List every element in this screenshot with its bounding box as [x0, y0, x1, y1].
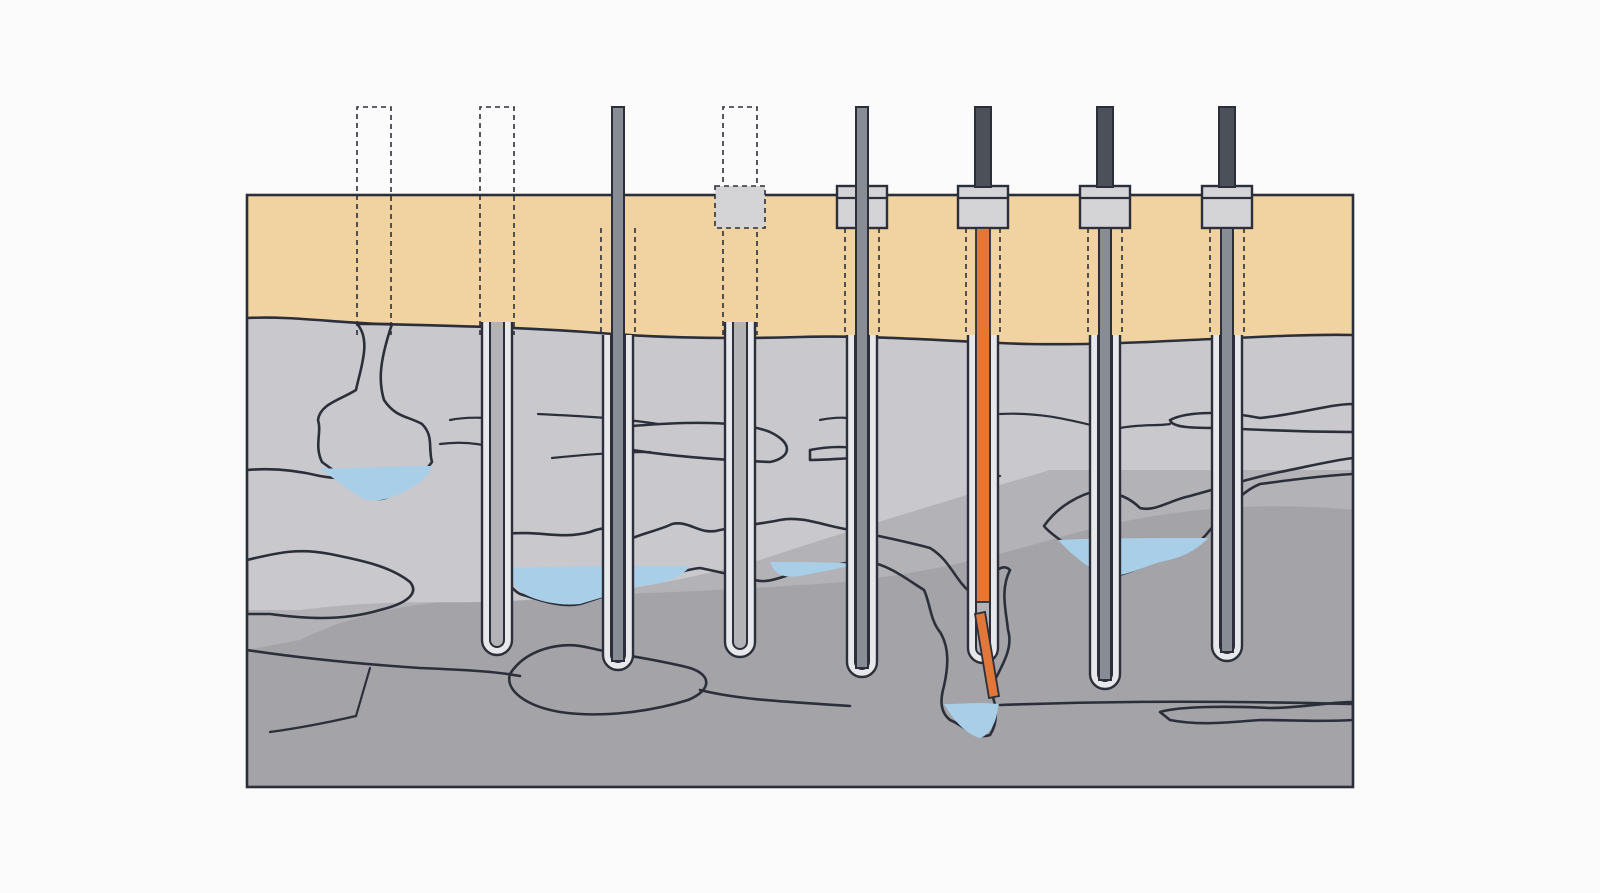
- borehole-8-drill-rod-icon: [1220, 227, 1234, 653]
- clay-pocket-bottom: [507, 644, 708, 716]
- clay-pocket-middle: [630, 421, 789, 464]
- borehole-7-drill-rod-head-icon: [1096, 106, 1114, 188]
- borehole-4-surface-tube-icon: [722, 106, 758, 335]
- void-bottom-right: [1158, 700, 1353, 725]
- borehole-5-drill-rod-icon: [855, 106, 869, 669]
- void-central-channel: [503, 517, 1012, 738]
- borehole-4-inner-tube: [732, 322, 748, 650]
- borehole-1-surface-tube-icon: [356, 106, 392, 335]
- borehole-7-casing-collar-icon: [1078, 184, 1132, 230]
- borehole-7-drill-rod-icon: [1098, 227, 1112, 681]
- clay-pocket-left: [247, 549, 415, 620]
- topsoil-layer: [247, 195, 1353, 345]
- upper-rock-layer: [247, 318, 1353, 610]
- section-frame: [245, 193, 1355, 789]
- borehole-6-casing-collar-icon: [956, 184, 1010, 230]
- water-pool-left: [318, 466, 432, 501]
- borehole-6-drill-rod-head-icon: [974, 106, 992, 188]
- borehole-2-inner-tube: [489, 322, 505, 648]
- water-pool-central: [510, 566, 690, 605]
- boreholes-group: [356, 106, 1254, 700]
- strata-group: [247, 195, 1353, 787]
- borehole-6-grout-bar-icon: [975, 227, 991, 603]
- water-pool-bottom: [944, 703, 998, 738]
- water-pool-channel: [770, 562, 860, 577]
- borehole-3-drill-rod-icon: [611, 106, 625, 662]
- borehole-8-casing-collar-icon: [1200, 184, 1254, 230]
- borehole-8-drill-rod-head-icon: [1218, 106, 1236, 188]
- borehole-4-casing-collar-icon: [714, 185, 766, 229]
- borehole-2-surface-tube-icon: [479, 106, 515, 335]
- borehole-6-grout-fragment-icon: [973, 610, 1001, 700]
